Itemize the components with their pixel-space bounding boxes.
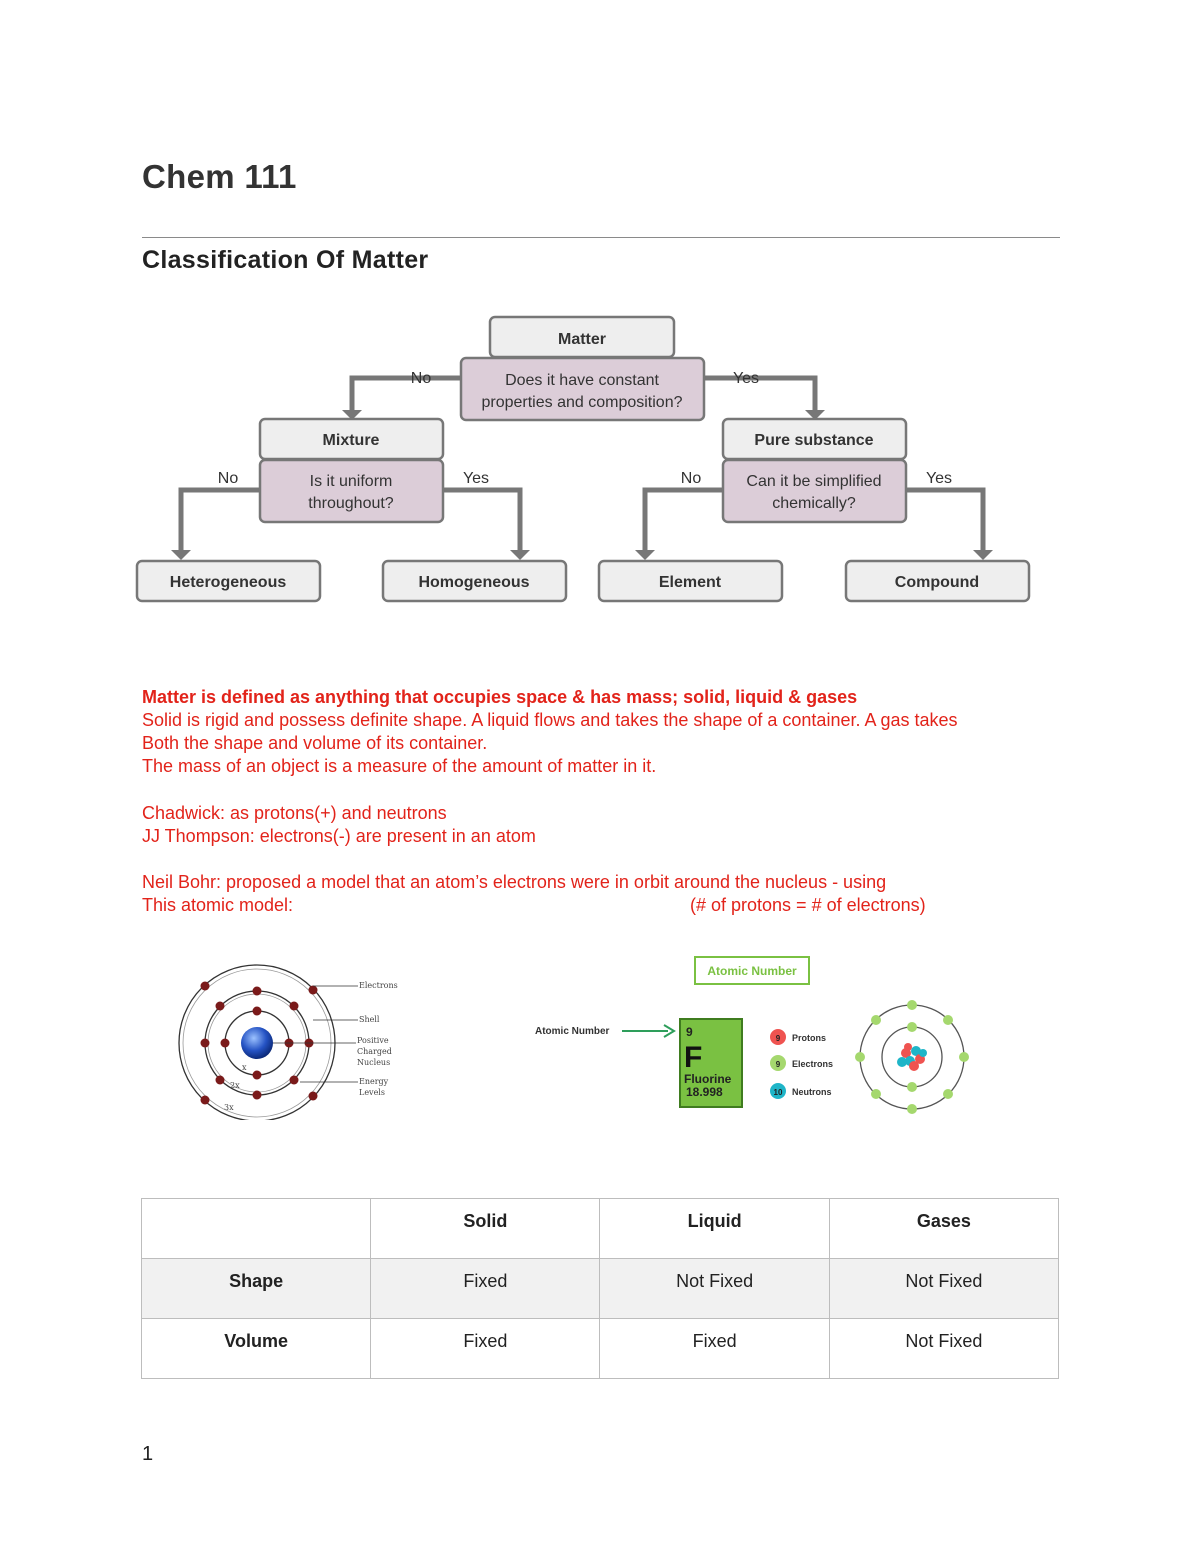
arrowhead-pure-no: [635, 550, 655, 560]
element-node: [597, 559, 784, 603]
connector-mixture-no: [178, 487, 260, 550]
fluorine-atomic-number-diagram: Atomic Number Atomic Number 9 F Fluorine…: [535, 956, 969, 1114]
arrowhead-root-no: [342, 410, 362, 420]
arrowhead-root-yes: [805, 410, 825, 420]
matter-question-line1: Does it have constant: [505, 372, 659, 389]
root-no-label: No: [411, 370, 432, 387]
matter-label: Matter: [558, 331, 606, 348]
homogeneous-label: Homogeneous: [418, 574, 529, 591]
table-row: Volume Fixed Fixed Not Fixed: [140, 1318, 1060, 1379]
mass-definition: The mass of an object is a measure of th…: [142, 756, 657, 776]
document-title: Chem 111: [142, 158, 297, 195]
table-row-label: Volume: [140, 1318, 372, 1379]
table-cell: Not Fixed: [828, 1258, 1060, 1319]
fluorine-atom-model: [855, 1000, 969, 1114]
matter-question-line2: properties and composition?: [481, 394, 682, 411]
element-label: Element: [659, 574, 722, 591]
arrowhead-mixture-no: [171, 550, 191, 560]
connector-pure-yes: [906, 487, 986, 550]
chadwick-note: Chadwick: as protons(+) and neutrons: [142, 803, 447, 823]
legend-neutrons-count: 10: [774, 1088, 783, 1097]
table-header-row: Solid Liquid Gases: [140, 1198, 1060, 1259]
arrowhead-pure-yes: [973, 550, 993, 560]
fluorine-tile: [679, 1018, 743, 1108]
mixture-no-label: No: [218, 470, 239, 487]
heterogeneous-label: Heterogeneous: [170, 574, 287, 591]
table-cell: Fixed: [370, 1318, 601, 1379]
bohr-model-diagram: Electrons Shell Positive Charged Nucleus…: [178, 964, 398, 1120]
table-header-cell: Solid: [370, 1198, 601, 1259]
mixture-question-node: [258, 458, 445, 524]
arrowhead-mixture-yes: [510, 550, 530, 560]
atomic-number-title-box: [694, 956, 810, 985]
bohr-note-line1: Neil Bohr: proposed a model that an atom…: [142, 872, 887, 892]
pure-question-line2: chemically?: [772, 495, 856, 512]
table-cell: Fixed: [599, 1318, 830, 1379]
legend-electrons-label: Electrons: [792, 1059, 833, 1069]
electrons: [200, 981, 318, 1105]
root-yes-label: Yes: [733, 370, 759, 387]
bohr-label-energy-2: Levels: [359, 1088, 385, 1097]
states-description-line1: Solid is rigid and possess definite shap…: [142, 710, 958, 730]
fluorine-atomic-number: 9: [686, 1025, 693, 1039]
atomic-number-arrow-label: Atomic Number: [535, 1026, 610, 1037]
bohr-label-3x: 3x: [224, 1103, 234, 1112]
bohr-label-shell: Shell: [359, 1015, 380, 1024]
fluorine-symbol: F: [684, 1041, 702, 1074]
table-header-cell: Liquid: [599, 1198, 830, 1259]
states-of-matter-table: Solid Liquid Gases Shape Fixed Not Fixed…: [140, 1198, 1060, 1379]
homogeneous-node: [381, 559, 568, 603]
bohr-label-nucleus-2: Charged: [357, 1047, 392, 1056]
heterogeneous-node: [135, 559, 322, 603]
compound-node: [844, 559, 1031, 603]
table-row: Shape Fixed Not Fixed Not Fixed: [140, 1258, 1060, 1319]
pure-question-line1: Can it be simplified: [746, 473, 881, 490]
legend-protons-label: Protons: [792, 1033, 826, 1043]
classification-flowchart: Matter Does it have constant properties …: [135, 315, 1031, 603]
protons-electrons-note: (# of protons = # of electrons): [690, 895, 926, 915]
legend-protons-count: 9: [776, 1034, 781, 1043]
table-header-cell: Gases: [828, 1198, 1060, 1259]
compound-label: Compound: [895, 574, 979, 591]
mixture-question-line1: Is it uniform: [310, 473, 393, 490]
table-cell: Fixed: [370, 1258, 601, 1319]
title-divider: [142, 237, 1060, 238]
mixture-yes-label: Yes: [463, 470, 489, 487]
pure-yes-label: Yes: [926, 470, 952, 487]
table-cell: Not Fixed: [828, 1318, 1060, 1379]
atomic-number-title: Atomic Number: [707, 964, 797, 978]
table-row-label: Shape: [140, 1258, 372, 1319]
nucleus: [241, 1027, 273, 1059]
connector-mixture-yes: [443, 487, 523, 550]
section-title: Classification Of Matter: [142, 246, 429, 274]
legend-neutrons-label: Neutrons: [792, 1087, 832, 1097]
bohr-label-energy-1: Energy: [359, 1077, 389, 1086]
matter-question-node: [459, 356, 706, 422]
states-description-line2: Both the shape and volume of its contain…: [142, 733, 488, 753]
connector-root-yes: [704, 375, 818, 410]
matter-definition: Matter is defined as anything that occup…: [142, 687, 858, 707]
legend-electrons-count: 9: [776, 1060, 781, 1069]
pure-question-node: [721, 458, 908, 524]
connector-root-no: [349, 375, 461, 410]
pure-no-label: No: [681, 470, 702, 487]
connector-pure-no: [642, 487, 723, 550]
bohr-note-line2: This atomic model:: [142, 895, 294, 915]
table-header-cell: [140, 1198, 372, 1259]
bohr-label-nucleus-3: Nucleus: [357, 1058, 390, 1067]
page-number: 1: [142, 1443, 154, 1465]
bohr-label-2x: 2x: [230, 1081, 240, 1090]
fluorine-name: Fluorine: [684, 1072, 732, 1086]
bohr-label-electrons: Electrons: [359, 981, 398, 990]
thompson-note: JJ Thompson: electrons(-) are present in…: [142, 826, 536, 846]
bohr-label-nucleus-1: Positive: [357, 1036, 389, 1045]
pure-substance-label: Pure substance: [754, 432, 873, 449]
mixture-label: Mixture: [323, 432, 380, 449]
mixture-question-line2: throughout?: [308, 495, 394, 512]
bohr-label-x: x: [242, 1063, 247, 1072]
fluorine-mass: 18.998: [686, 1085, 723, 1099]
table-cell: Not Fixed: [599, 1258, 830, 1319]
